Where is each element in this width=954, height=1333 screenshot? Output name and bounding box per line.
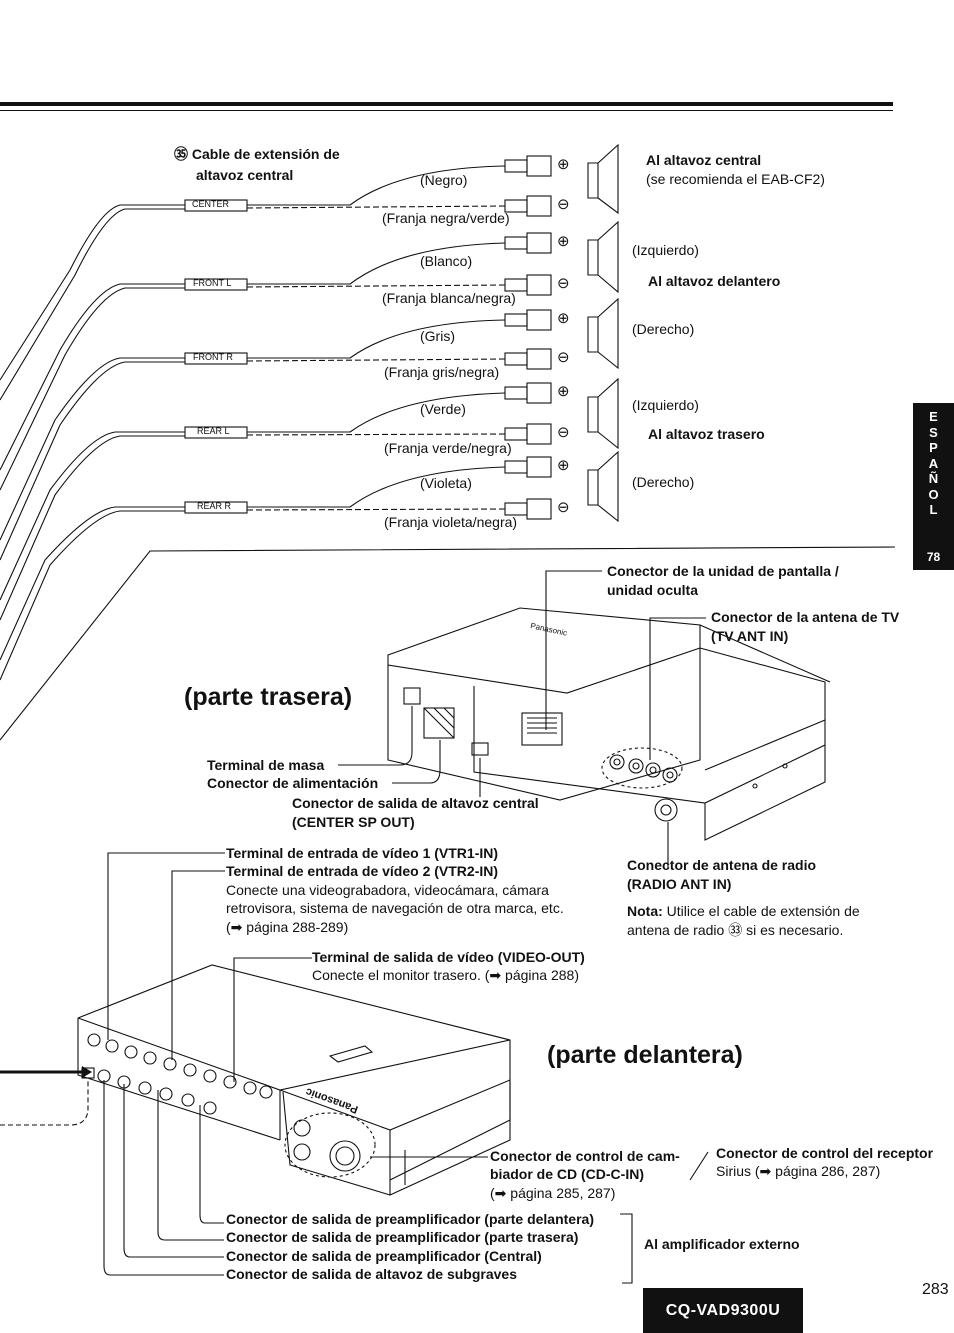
wire-label-franja-violeta-negra: (Franja violeta/negra): [384, 514, 518, 530]
power-connector-label: Conector de alimentación: [207, 775, 379, 791]
cable-title-line2: altavoz central: [196, 167, 294, 183]
tag-rear-r: REAR R: [197, 501, 232, 511]
minus-icon: ⊖: [557, 349, 570, 366]
nota-label: Nota:: [627, 903, 663, 919]
tv-antenna-label-2: (TV ANT IN): [711, 628, 789, 644]
plus-icon: ⊕: [557, 457, 570, 474]
plus-icon: ⊕: [557, 233, 570, 250]
ground-terminal-label: Terminal de masa: [207, 757, 325, 773]
subwoofer-label: Conector de salida de altavoz de subgrav…: [226, 1266, 517, 1282]
minus-icon: ⊖: [557, 499, 570, 516]
wire-label-gris: (Gris): [420, 328, 455, 344]
language-tab-letter: L: [929, 502, 938, 517]
cd-changer-label-3: (➡ página 285, 287): [490, 1185, 616, 1201]
vtr-desc-2: retrovisora, sistema de navegación de ot…: [226, 900, 564, 916]
tag-front-l: FRONT L: [193, 278, 232, 288]
wire-label-franja-verde-negra: (Franja verde/negra): [384, 440, 512, 456]
language-tab-letter: E: [929, 409, 938, 424]
minus-icon: ⊖: [557, 424, 570, 441]
tag-center: CENTER: [192, 199, 230, 209]
speaker-front-left: (Izquierdo): [632, 242, 699, 258]
wire-label-franja-negra-verde: (Franja negra/verde): [382, 210, 510, 226]
sirius-label-2: Sirius (➡ página 286, 287): [716, 1163, 881, 1179]
nota-line-1: Nota: Utilice el cable de extensión de: [627, 903, 860, 920]
speaker-center-note: (se recomienda el EAB-CF2): [646, 171, 825, 187]
wire-label-verde: (Verde): [420, 401, 466, 417]
speaker-front-right: (Derecho): [632, 321, 695, 337]
display-connector-label-1: Conector de la unidad de pantalla /: [607, 563, 839, 579]
nota-text-1: Utilice el cable de extensión de: [666, 903, 860, 919]
minus-icon: ⊖: [557, 275, 570, 292]
preamp-rear-label: Conector de salida de preamplificador (p…: [226, 1229, 579, 1245]
radio-antenna-label-1: Conector de antena de radio: [627, 857, 817, 873]
vtr-desc-1: Conecte una videograbadora, videocámara,…: [226, 882, 549, 898]
vtr-desc-3: (➡ página 288-289): [226, 919, 349, 935]
language-tab-letter: Ñ: [928, 471, 939, 486]
speaker-rear-left: (Izquierdo): [632, 397, 699, 413]
tag-rear-l: REAR L: [197, 426, 230, 436]
rear-frame-line: [0, 546, 896, 741]
speaker-center-title: Al altavoz central: [646, 152, 762, 168]
front-unit-drawing: [77, 964, 511, 1196]
cable-title-line1: Cable de extensión de: [191, 146, 340, 162]
video-out-label: Terminal de salida de vídeo (VIDEO-OUT): [312, 949, 585, 965]
external-amp-label: Al amplificador externo: [644, 1236, 800, 1252]
plus-icon: ⊕: [557, 310, 570, 327]
video-out-desc: Conecte el monitor trasero. (➡ página 28…: [312, 967, 579, 983]
radio-antenna-label-2: (RADIO ANT IN): [627, 876, 732, 892]
top-rule-thin: [0, 110, 893, 111]
vtr2-label: Terminal de entrada de vídeo 2 (VTR2-IN): [226, 863, 499, 879]
speaker-icons: [587, 143, 619, 523]
svg-text:Panasonic: Panasonic: [530, 621, 568, 638]
page-number: 283: [922, 1281, 949, 1298]
cd-changer-label-2: biador de CD (CD-C-IN): [490, 1166, 644, 1182]
language-tab-letter: P: [929, 440, 938, 455]
terminals: [504, 155, 552, 520]
plus-icon: ⊕: [557, 383, 570, 400]
sirius-label-1: Conector de control del receptor: [716, 1145, 934, 1161]
language-tab-letter: O: [928, 486, 939, 502]
wire-label-negro: (Negro): [420, 172, 468, 188]
cable-bundle: [0, 204, 185, 681]
center-sp-out-label-2: (CENTER SP OUT): [292, 814, 415, 830]
speaker-front-title: Al altavoz delantero: [648, 273, 781, 289]
preamp-front-label: Conector de salida de preamplificador (p…: [226, 1211, 594, 1227]
language-tab-letter: S: [929, 424, 938, 440]
speaker-rear-right: (Derecho): [632, 474, 695, 490]
rear-leaders: [338, 570, 706, 868]
top-rule: [0, 102, 893, 106]
nota-text-2: antena de radio ㉝ si es necesario.: [627, 922, 844, 938]
rear-view-title: (parte trasera): [184, 683, 353, 711]
language-tab-page: 78: [926, 550, 941, 564]
vtr1-label: Terminal de entrada de vídeo 1 (VTR1-IN): [226, 845, 499, 861]
cable-ref-number: ㉟: [174, 146, 188, 162]
plus-icon: ⊕: [557, 156, 570, 173]
wire-label-franja-gris-negra: (Franja gris/negra): [384, 364, 500, 380]
svg-text:Panasonic: Panasonic: [304, 1085, 360, 1115]
wires: [246, 165, 506, 511]
display-connector-label-2: unidad oculta: [607, 582, 698, 598]
cd-changer-label-1: Conector de control de cam-: [490, 1148, 680, 1164]
preamp-center-label: Conector de salida de preamplificador (C…: [226, 1248, 542, 1264]
center-sp-out-label-1: Conector de salida de altavoz central: [292, 795, 539, 811]
wire-label-violeta: (Violeta): [420, 475, 472, 491]
minus-icon: ⊖: [557, 196, 570, 213]
tag-front-r: FRONT R: [193, 352, 233, 362]
front-leaders: [103, 852, 709, 1284]
wire-label-franja-blanca-negra: (Franja blanca/negra): [382, 290, 516, 306]
wire-label-blanco: (Blanco): [420, 253, 473, 269]
language-tab-letter: A: [928, 455, 939, 471]
model-badge: CQ-VAD9300U: [643, 1288, 803, 1333]
tv-antenna-label-1: Conector de la antena de TV: [711, 609, 900, 625]
front-view-title: (parte delantera): [547, 1041, 743, 1069]
speaker-rear-title: Al altavoz trasero: [648, 426, 765, 442]
cable-title: ㉟ Cable de extensión de: [174, 146, 340, 163]
rear-unit-drawing: [387, 607, 831, 841]
